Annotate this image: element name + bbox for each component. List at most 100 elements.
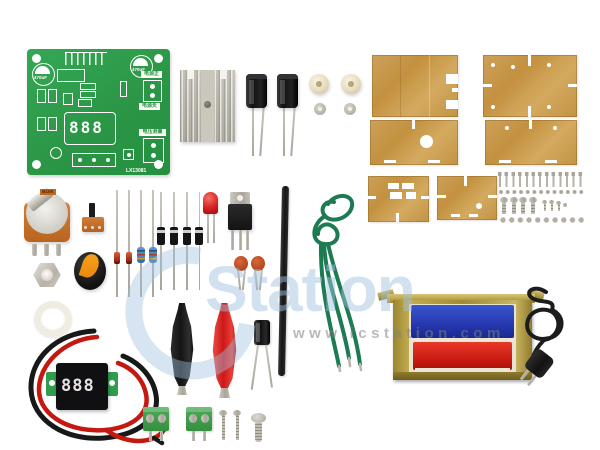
lamination-frame <box>393 300 532 380</box>
machine-screw-3 <box>519 197 527 214</box>
lead-wire <box>116 190 118 297</box>
nylon-standoff-1 <box>309 74 329 94</box>
mounting-hole <box>32 54 41 63</box>
knob-hole <box>420 135 433 148</box>
screw-shaft-row <box>499 176 586 187</box>
rectifier-diode-3 <box>182 227 191 245</box>
acrylic-panel-2 <box>483 55 577 117</box>
diode-footprint <box>48 117 57 131</box>
main-pcb: 470uF 470uF 888 电源正 电源负 电压测量 <box>27 49 170 175</box>
small-screw-2 <box>549 200 554 211</box>
pot-leg <box>32 244 37 256</box>
rectifier-diode-4 <box>195 227 203 245</box>
power-connector-footprint <box>143 80 162 102</box>
control-knob <box>74 252 106 290</box>
small-screw-1 <box>542 200 547 211</box>
knob-pointer <box>78 252 102 280</box>
lead-wire <box>128 190 130 297</box>
acrylic-panel-6 <box>437 176 497 220</box>
pot-leg <box>56 244 61 256</box>
pan-screw-2 <box>233 410 241 440</box>
capacitor-footprint: 470uF <box>32 63 55 86</box>
mounting-hole <box>154 160 163 169</box>
resistor-2 <box>148 247 157 263</box>
resistor-footprint <box>80 91 96 98</box>
heatsink <box>180 70 235 142</box>
machine-screw-1 <box>500 197 508 214</box>
label-power-positive: 电源正 <box>141 71 162 78</box>
alligator-clip-red <box>212 303 237 401</box>
pad-footprint <box>123 149 134 160</box>
lead-wire <box>283 106 285 156</box>
red-led <box>203 192 218 214</box>
ic-footprint <box>57 69 85 82</box>
lead-wire <box>152 190 154 297</box>
resistor-footprint <box>120 81 127 97</box>
hex-nut-row <box>499 216 586 224</box>
green-wire-pair <box>312 194 363 372</box>
trimmer-footprint <box>50 147 62 159</box>
alligator-clip-black <box>170 303 194 398</box>
seven-segment-footprint: 888 <box>64 112 116 145</box>
diode-footprint <box>37 117 46 131</box>
nylon-standoff-2 <box>341 74 361 94</box>
nylon-washer <box>34 301 72 337</box>
hex-nut-hole <box>41 269 53 281</box>
lead-wire <box>213 212 215 243</box>
pcb-model-text: LX13081 <box>126 168 147 174</box>
lead-wire <box>241 267 246 291</box>
label-voltage-measure: 电压测量 <box>139 129 166 136</box>
cap-label: 470uF <box>132 67 146 72</box>
mounting-hole <box>154 54 163 63</box>
resistor-footprint <box>80 83 96 90</box>
lead-wire <box>290 106 296 156</box>
cap-label: 470uF <box>34 75 48 80</box>
coil-blue-tape <box>411 305 514 338</box>
mounting-hole <box>32 160 41 169</box>
lead-wire <box>207 212 209 243</box>
label-power-negative: 电源负 <box>139 103 160 110</box>
terminal-block-1 <box>143 407 169 441</box>
machine-screw-2 <box>509 197 518 214</box>
machine-screw-4 <box>528 197 537 214</box>
acrylic-panel-1 <box>372 55 458 117</box>
header-footprint <box>72 153 116 167</box>
lead-wire <box>252 106 254 156</box>
lead-wire <box>140 190 142 297</box>
small-nut-row <box>498 189 585 195</box>
heatshrink-tube <box>278 185 289 377</box>
lead-wire <box>253 267 258 291</box>
glass-diode-1 <box>113 252 120 264</box>
ceramic-capacitor-1 <box>234 256 248 271</box>
small-electrolytic-capacitor <box>250 320 273 390</box>
heatsink-screw <box>204 101 211 108</box>
coil-red-tape <box>413 342 512 370</box>
hex-nut-small-2 <box>344 103 356 115</box>
terminal-block-2 <box>186 407 212 441</box>
power-cord <box>525 286 564 362</box>
acrylic-panel-4 <box>485 120 577 165</box>
voltmeter-digits: 888 <box>61 376 95 396</box>
rectifier-diode-2 <box>169 227 178 245</box>
plug-prong <box>519 369 530 381</box>
resistor-1 <box>136 247 145 263</box>
resistor-footprint <box>78 99 92 107</box>
lead-wire <box>259 106 265 156</box>
small-screw-3 <box>556 201 561 211</box>
electrolytic-capacitor-1 <box>246 74 267 108</box>
potentiometer: B10K <box>23 187 71 258</box>
screw-head-row <box>498 172 585 176</box>
diode-footprint <box>37 89 46 103</box>
tiny-nut <box>563 203 567 207</box>
glass-diode-2 <box>125 252 132 264</box>
pot-leg <box>44 244 49 256</box>
lead-wire <box>236 267 241 291</box>
plug-prong <box>526 374 537 387</box>
pan-screw-1 <box>219 410 227 440</box>
acrylic-panel-5 <box>368 176 429 222</box>
acrylic-panel-3 <box>370 120 458 165</box>
voltmeter-module: 888 <box>46 363 118 410</box>
slide-switch <box>82 203 104 232</box>
ceramic-capacitor-2 <box>251 256 265 271</box>
